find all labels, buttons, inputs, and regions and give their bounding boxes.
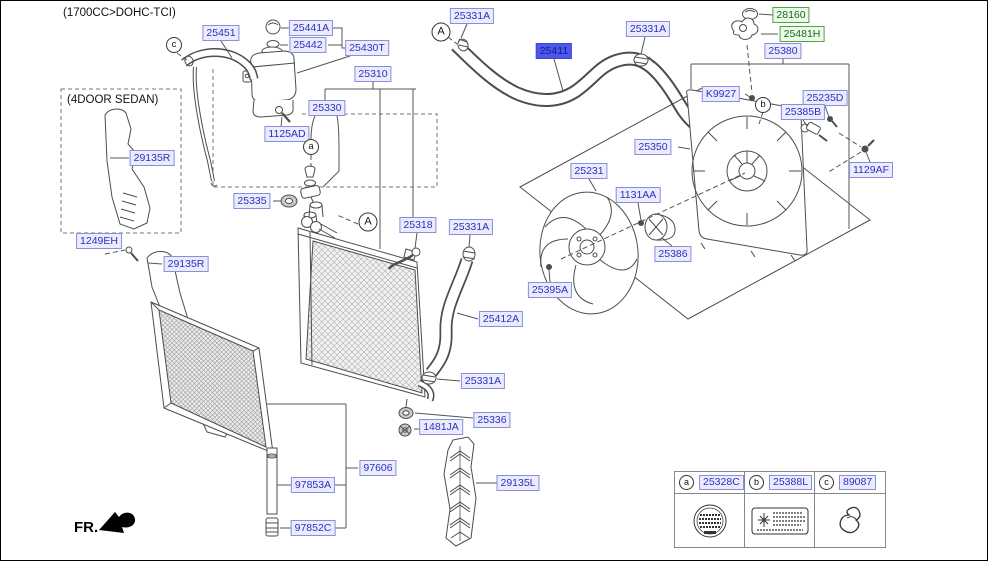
legend-part-label[interactable]: 89087 [839, 475, 877, 490]
part-label-25350[interactable]: 25350 [634, 139, 672, 155]
leader-lines [110, 13, 871, 529]
part-label-29135L[interactable]: 29135L [496, 475, 540, 491]
part-label-25481H[interactable]: 25481H [779, 26, 825, 42]
dashed-reference-lines [104, 36, 862, 260]
legend-cell-b: b 25388L [745, 472, 815, 547]
part-label-25331A[interactable]: 25331A [460, 373, 506, 389]
legend-callout-a: a [679, 475, 694, 490]
part-label-25442[interactable]: 25442 [289, 37, 327, 53]
part-label-25441A[interactable]: 25441A [288, 20, 334, 36]
part-label-25331A[interactable]: 25331A [449, 8, 495, 24]
callout-a: a [303, 139, 319, 155]
part-label-25451[interactable]: 25451 [202, 25, 240, 41]
part-label-97606[interactable]: 97606 [359, 460, 397, 476]
part-label-25380[interactable]: 25380 [764, 43, 802, 59]
legend-cell-a: a 25328C [675, 472, 745, 547]
cap-warning-label-icon [693, 504, 726, 537]
part-label-25336[interactable]: 25336 [473, 412, 511, 428]
fan-motor-drawing [644, 213, 676, 241]
part-label-97853A[interactable]: 97853A [290, 477, 336, 493]
part-label-97852C[interactable]: 97852C [290, 520, 336, 536]
part-label-25412A[interactable]: 25412A [478, 311, 524, 327]
part-label-1481JA[interactable]: 1481JA [419, 419, 463, 435]
caution-label-icon [751, 507, 808, 534]
legend-cell-c: c 89087 [815, 472, 885, 547]
part-label-25331A[interactable]: 25331A [625, 21, 671, 37]
legend-part-label[interactable]: 25328C [699, 475, 744, 490]
part-label-28160[interactable]: 28160 [772, 7, 810, 23]
callout-A: A [431, 22, 451, 42]
engine-variant-note: (1700CC>DOHC-TCI) [63, 7, 176, 19]
legend-callout-c: c [819, 475, 834, 490]
fan-shroud-drawing [686, 89, 808, 262]
legend-table: a 25328C b 25388L [674, 471, 886, 548]
part-label-25231[interactable]: 25231 [570, 163, 608, 179]
part-label-1125AD[interactable]: 1125AD [264, 126, 310, 142]
air-baffle-right-upper-drawing [104, 108, 151, 230]
callout-c: c [166, 37, 182, 53]
air-guard-left-drawing [443, 436, 477, 547]
part-label-25411[interactable]: 25411 [535, 43, 573, 59]
radiator-drawing [297, 211, 435, 408]
part-label-1249EH[interactable]: 1249EH [76, 233, 122, 249]
body-variant-note: (4DOOR SEDAN) [67, 94, 159, 106]
part-label-25430T[interactable]: 25430T [345, 40, 389, 56]
legend-part-label[interactable]: 25388L [769, 475, 813, 490]
part-label-1131AA[interactable]: 1131AA [615, 187, 661, 203]
part-label-25395A[interactable]: 25395A [527, 282, 573, 298]
part-label-25310[interactable]: 25310 [354, 66, 392, 82]
condenser-drawing [150, 301, 279, 537]
lower-radiator-hose-drawing [387, 246, 476, 437]
part-label-25318[interactable]: 25318 [399, 217, 437, 233]
filler-neck-parts-drawing [280, 165, 338, 239]
clip-icon [839, 506, 861, 533]
part-label-29135R[interactable]: 29135R [129, 150, 175, 166]
part-label-1129AF[interactable]: 1129AF [849, 162, 893, 178]
legend-callout-b: b [749, 475, 764, 490]
callout-b: b [755, 97, 771, 113]
part-label-25330[interactable]: 25330 [308, 100, 346, 116]
reservoir-hose-drawing [181, 48, 259, 187]
part-label-25335[interactable]: 25335 [233, 193, 271, 209]
coolant-reservoir-drawing [242, 19, 297, 123]
part-label-25386[interactable]: 25386 [654, 246, 692, 262]
front-direction-label: FR. [74, 519, 99, 536]
part-label-25385B[interactable]: 25385B [780, 104, 826, 120]
part-label-29135R[interactable]: 29135R [163, 256, 209, 272]
reservoir-dashed-region [212, 69, 438, 188]
part-label-K9927[interactable]: K9927 [701, 86, 741, 102]
callout-A: A [358, 212, 378, 232]
front-direction-arrow-icon [99, 512, 136, 533]
upper-radiator-hose-drawing [451, 38, 705, 134]
part-label-25331A[interactable]: 25331A [448, 219, 494, 235]
